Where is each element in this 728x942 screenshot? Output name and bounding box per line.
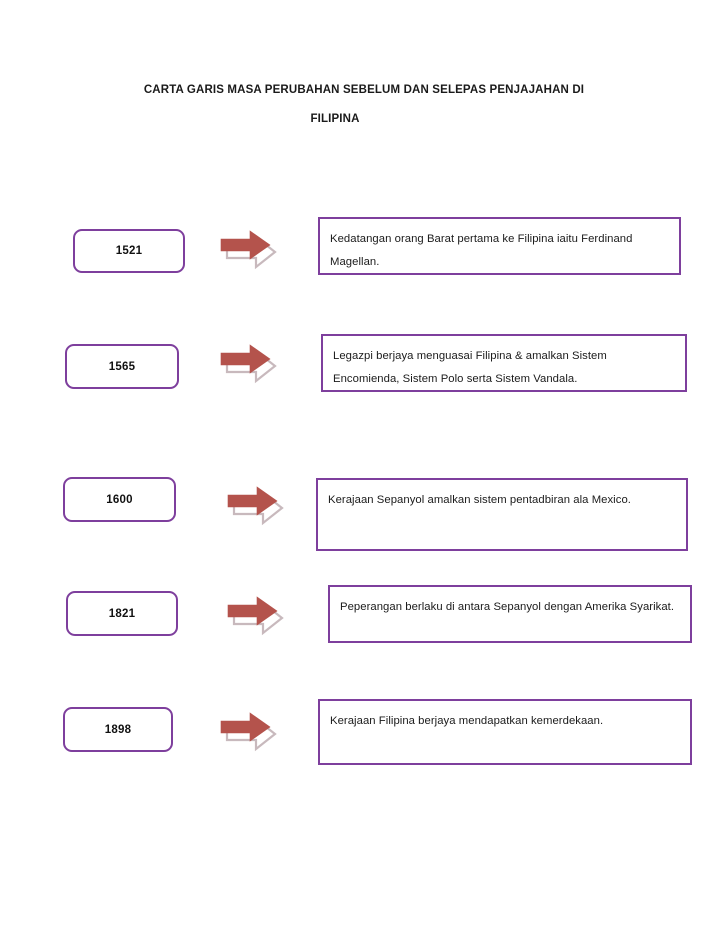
description-box[interactable]: Peperangan berlaku di antara Sepanyol de…: [328, 585, 692, 643]
year-box[interactable]: 1565: [65, 344, 179, 389]
page-title: CARTA GARIS MASA PERUBAHAN SEBELUM DAN S…: [0, 82, 728, 127]
description-text: Kedatangan orang Barat pertama ke Filipi…: [330, 233, 633, 268]
description-box[interactable]: Kedatangan orang Barat pertama ke Filipi…: [318, 217, 681, 275]
year-label: 1600: [106, 493, 133, 506]
page-title-line-2: FILIPINA: [310, 113, 360, 125]
description-box[interactable]: Kerajaan Sepanyol amalkan sistem pentadb…: [316, 478, 688, 551]
page-title-line-1: CARTA GARIS MASA PERUBAHAN SEBELUM DAN S…: [143, 84, 585, 96]
year-label: 1821: [108, 607, 136, 620]
description-box[interactable]: Legazpi berjaya menguasai Filipina & ama…: [321, 334, 687, 392]
description-box[interactable]: Kerajaan Filipina berjaya mendapatkan ke…: [318, 699, 692, 765]
year-label: 1565: [108, 360, 136, 373]
year-box[interactable]: 1821: [66, 591, 178, 636]
description-text: Kerajaan Filipina berjaya mendapatkan ke…: [330, 715, 604, 727]
right-arrow-icon: [222, 596, 286, 636]
right-arrow-icon: [215, 230, 279, 270]
description-text: Peperangan berlaku di antara Sepanyol de…: [340, 601, 675, 613]
year-label: 1521: [115, 245, 143, 257]
year-box[interactable]: 1521: [73, 229, 185, 273]
description-text: Legazpi berjaya menguasai Filipina & ama…: [333, 350, 607, 385]
year-label: 1898: [104, 723, 132, 736]
right-arrow-icon: [215, 344, 279, 384]
year-box[interactable]: 1898: [63, 707, 173, 752]
right-arrow-icon: [215, 712, 279, 752]
right-arrow-icon: [222, 486, 286, 526]
year-box[interactable]: 1600: [63, 477, 176, 522]
description-text: Kerajaan Sepanyol amalkan sistem pentadb…: [328, 494, 631, 506]
